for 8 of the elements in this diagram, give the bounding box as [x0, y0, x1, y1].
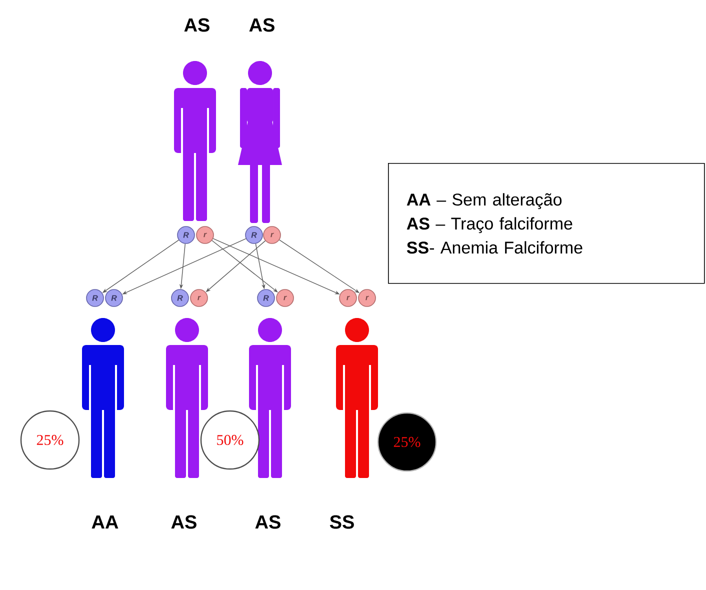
legend-box: AA – Sem alteração AS – Traço falciforme SS- Anemia Falciforme [388, 163, 705, 284]
genotype-label: AA [92, 515, 118, 529]
genotype-label: AS [249, 18, 274, 32]
genotype-label: AS [255, 515, 280, 529]
genotype-label: SS [330, 515, 354, 529]
arrow [212, 240, 278, 292]
genotype-label: AS [184, 18, 210, 32]
genotype-label: AS [171, 515, 196, 529]
